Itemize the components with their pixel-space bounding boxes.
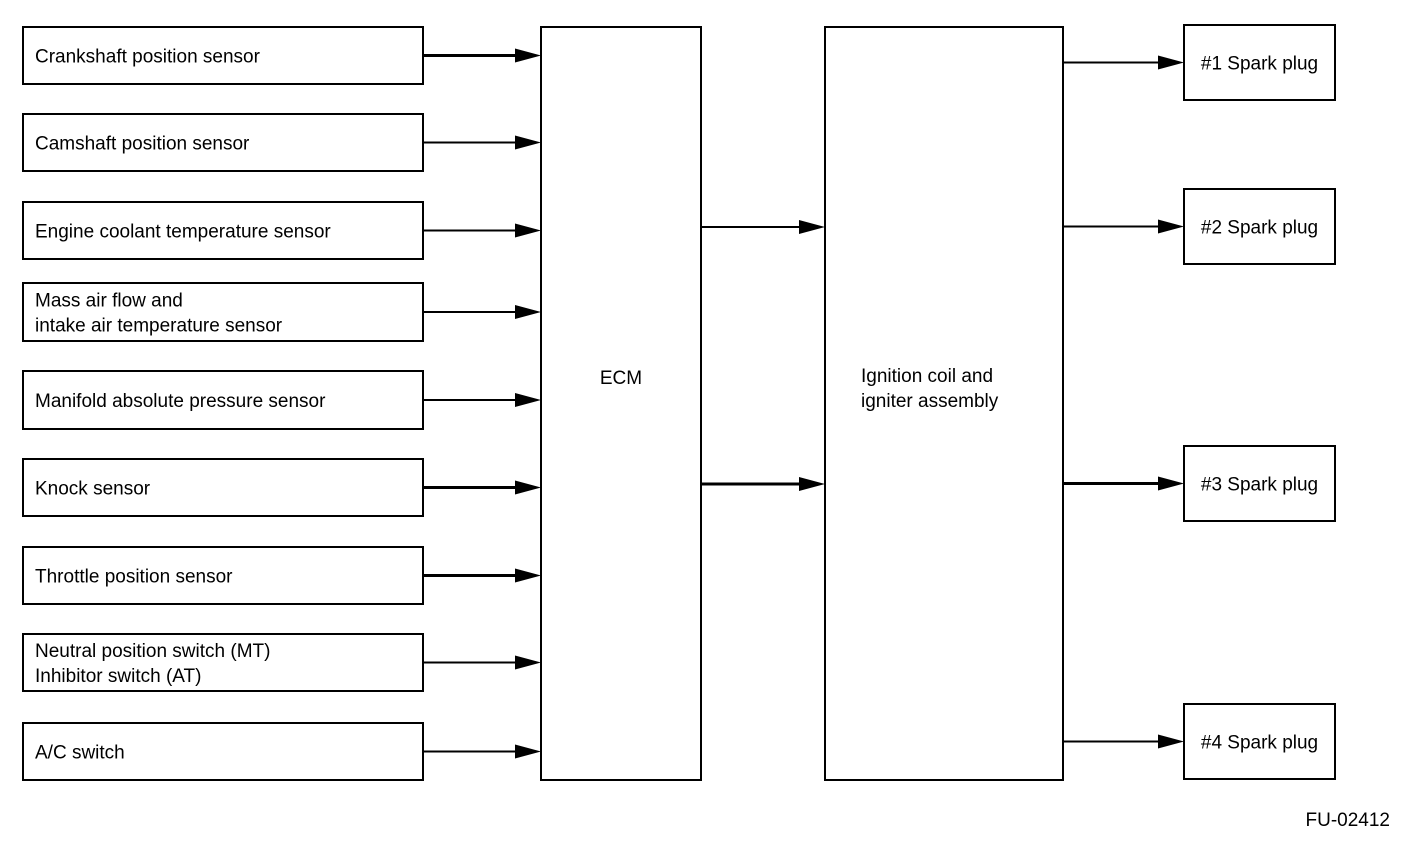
ignition-coil-block-label-line: igniter assembly [861,391,999,412]
input-box-4: Mass air flow and intake air temperature … [22,282,424,342]
connectors [424,48,1184,759]
spark-plug-box-4-frame [1183,703,1336,780]
input-box-9-label-line: A/C switch [35,743,125,764]
ignition-to-plug-arrow-3 [1064,476,1184,491]
ecm-to-ignition-arrow-2 [702,477,825,491]
ecm-block: ECM [540,26,702,781]
input-box-3-label-line: Engine coolant temperature sensor [35,222,331,243]
ignition-coil-block: Ignition coil and igniter assembly [824,26,1064,781]
input-box-1-frame [22,26,424,85]
input-box-7-label-line: Throttle position sensor [35,567,233,588]
spark-plug-box-1: #1 Spark plug [1183,24,1336,101]
input-arrow-8 [424,655,541,670]
input-box-2-label-line: Camshaft position sensor [35,134,250,155]
ignition-to-plug-arrow-1-head [1158,55,1184,70]
ecm-to-ignition-arrow-1 [702,220,825,234]
input-box-8-label-line: Neutral position switch (MT) [35,641,270,662]
ecm-block-frame [540,26,702,781]
input-box-8: Neutral position switch (MT) Inhibitor sw… [22,633,424,692]
spark-plug-box-2: #2 Spark plug [1183,188,1336,265]
spark-plug-box-3-frame [1183,445,1336,522]
input-box-5-label-line: Manifold absolute pressure sensor [35,391,326,412]
input-arrow-3 [424,223,541,238]
ignition-to-plug-arrow-4 [1064,734,1184,749]
input-arrow-1-head [515,48,541,63]
input-box-3: Engine coolant temperature sensor [22,201,424,260]
input-arrow-4-head [515,305,541,319]
ignition-coil-block-label-line: Ignition coil and [861,366,993,387]
spark-plug-box-1-label-line: #1 Spark plug [1201,54,1318,75]
input-box-3-frame [22,201,424,260]
input-box-2: Camshaft position sensor [22,113,424,172]
spark-plug-box-3: #3 Spark plug [1183,445,1336,522]
ignition-to-plug-arrow-2-head [1158,219,1184,234]
spark-plug-box-2-label-line: #2 Spark plug [1201,218,1318,239]
ecm-to-ignition-arrow-2-head [799,477,825,491]
input-box-9-frame [22,722,424,781]
input-arrow-5 [424,393,541,407]
input-box-6-frame [22,458,424,517]
input-box-4-label-line: intake air temperature sensor [35,316,283,337]
input-box-5-frame [22,370,424,430]
input-box-6-label-line: Knock sensor [35,479,151,500]
ecm-to-ignition-arrow-1-head [799,220,825,234]
input-arrow-7 [424,568,541,583]
spark-plug-box-4-label-line: #4 Spark plug [1201,733,1318,754]
ignition-to-plug-arrow-2 [1064,219,1184,234]
input-arrow-9-head [515,744,541,759]
input-box-4-label-line: Mass air flow and [35,291,183,312]
spark-plug-box-2-frame [1183,188,1336,265]
input-arrow-2 [424,135,541,150]
ignition-to-plug-arrow-3-head [1158,476,1184,491]
input-box-7: Throttle position sensor [22,546,424,605]
spark-plug-box-1-frame [1183,24,1336,101]
ignition-coil-block-frame [824,26,1064,781]
input-box-7-frame [22,546,424,605]
input-arrow-8-head [515,655,541,670]
input-box-9: A/C switch [22,722,424,781]
input-arrow-7-head [515,568,541,583]
input-arrow-1 [424,48,541,63]
spark-plug-box-3-label-line: #3 Spark plug [1201,475,1318,496]
input-box-5: Manifold absolute pressure sensor [22,370,424,430]
ignition-to-plug-arrow-1 [1064,55,1184,70]
input-box-2-frame [22,113,424,172]
ecm-block-label-line: ECM [600,368,642,389]
input-arrow-5-head [515,393,541,407]
input-box-8-frame [22,633,424,692]
spark-plug-box-4: #4 Spark plug [1183,703,1336,780]
input-arrow-6 [424,480,541,495]
input-box-1-label-line: Crankshaft position sensor [35,47,261,68]
input-arrow-4 [424,305,541,319]
input-box-6: Knock sensor [22,458,424,517]
input-arrow-2-head [515,135,541,150]
input-arrow-3-head [515,223,541,238]
ignition-to-plug-arrow-4-head [1158,734,1184,749]
input-arrow-6-head [515,480,541,495]
input-box-1: Crankshaft position sensor [22,26,424,85]
input-box-8-label-line: Inhibitor switch (AT) [35,666,201,687]
input-arrow-9 [424,744,541,759]
input-box-4-frame [22,282,424,342]
figure-code: FU-02412 [1306,810,1391,831]
